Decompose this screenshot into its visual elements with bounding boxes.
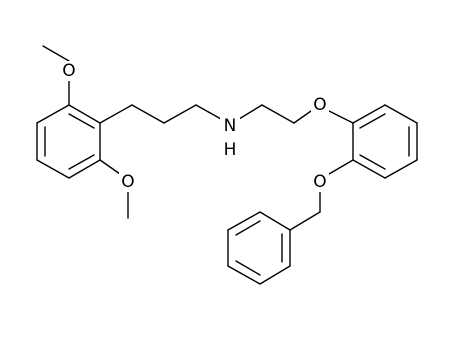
- bond-18: [261, 104, 295, 124]
- atom-label-hydrogen: H: [224, 140, 237, 160]
- atom-label-benzyloxy-oxygen: O: [313, 172, 326, 192]
- bond-40: [235, 260, 261, 276]
- bond-10: [42, 45, 70, 62]
- bond-20: [328, 110, 354, 124]
- bond-32: [289, 211, 321, 231]
- bond-19: [293, 110, 312, 124]
- bond-13: [99, 104, 133, 124]
- bond-35: [227, 265, 261, 285]
- bond-2: [68, 159, 101, 179]
- bond-28: [359, 113, 386, 129]
- bond-8: [68, 113, 95, 129]
- bond-34: [259, 265, 291, 285]
- bond-5: [36, 104, 70, 124]
- bond-29: [359, 154, 386, 170]
- atom-label-group: O O N H O O: [60, 61, 329, 192]
- bond-15: [163, 104, 197, 124]
- bond-0: [68, 104, 101, 124]
- bond-41: [235, 220, 261, 236]
- atom-label-ether-oxygen: O: [313, 95, 326, 115]
- bond-16: [195, 104, 222, 120]
- bond-11: [99, 159, 121, 175]
- bond-17: [238, 104, 263, 120]
- bond-group: [36, 45, 418, 285]
- bond-22: [384, 104, 418, 124]
- atom-label-methoxy-oxygen-top: O: [62, 61, 75, 81]
- atom-label-nitrogen: N: [224, 116, 237, 136]
- bond-7: [68, 154, 95, 170]
- bond-37: [227, 211, 261, 231]
- bond-38: [259, 211, 291, 231]
- bond-25: [352, 159, 386, 179]
- bond-21: [352, 104, 386, 124]
- bond-3: [36, 159, 70, 179]
- bond-30: [328, 159, 354, 175]
- bond-24: [384, 159, 418, 179]
- atom-label-methoxy-oxygen-bottom: O: [121, 172, 134, 192]
- bond-14: [131, 104, 165, 124]
